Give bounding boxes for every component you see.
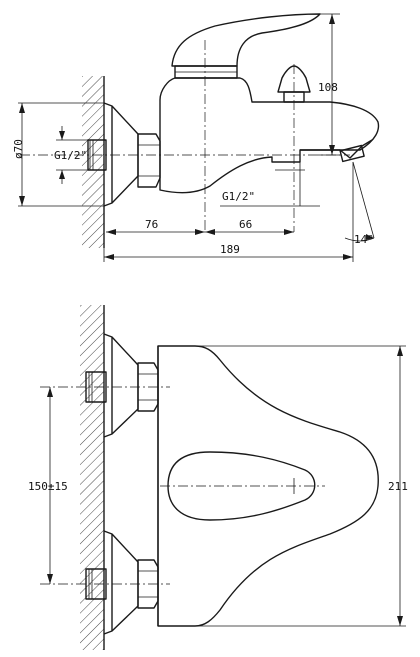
front-view: 150±15 211: [28, 305, 408, 650]
dim-76: 76: [145, 218, 158, 231]
mixer-body: [159, 77, 380, 194]
upper-escutcheon: [103, 333, 139, 438]
mixer-top-outline: [157, 345, 379, 627]
dim-thread-inlet: G1/2": [54, 149, 87, 162]
dim-height-108: 108: [318, 81, 338, 94]
dim-66: 66: [239, 218, 252, 231]
lever-top-outline: [167, 451, 316, 521]
dim-thread-outlet: G1/2": [222, 190, 255, 203]
dim-diameter-70: ø70: [12, 139, 25, 159]
dim-height-211: 211: [388, 480, 408, 493]
spout: [300, 139, 373, 159]
escutcheon: [103, 102, 139, 207]
side-view: 108 ø70 G1/2" G1/2" 76 66: [12, 13, 380, 262]
lower-escutcheon: [103, 530, 139, 635]
lever-handle: [171, 13, 321, 67]
dim-angle-14: 14°: [354, 233, 374, 246]
hex-nut: [137, 133, 161, 188]
dim-189: 189: [220, 243, 240, 256]
aerator: [339, 144, 365, 163]
dim-spacing: 150±15: [28, 480, 68, 493]
